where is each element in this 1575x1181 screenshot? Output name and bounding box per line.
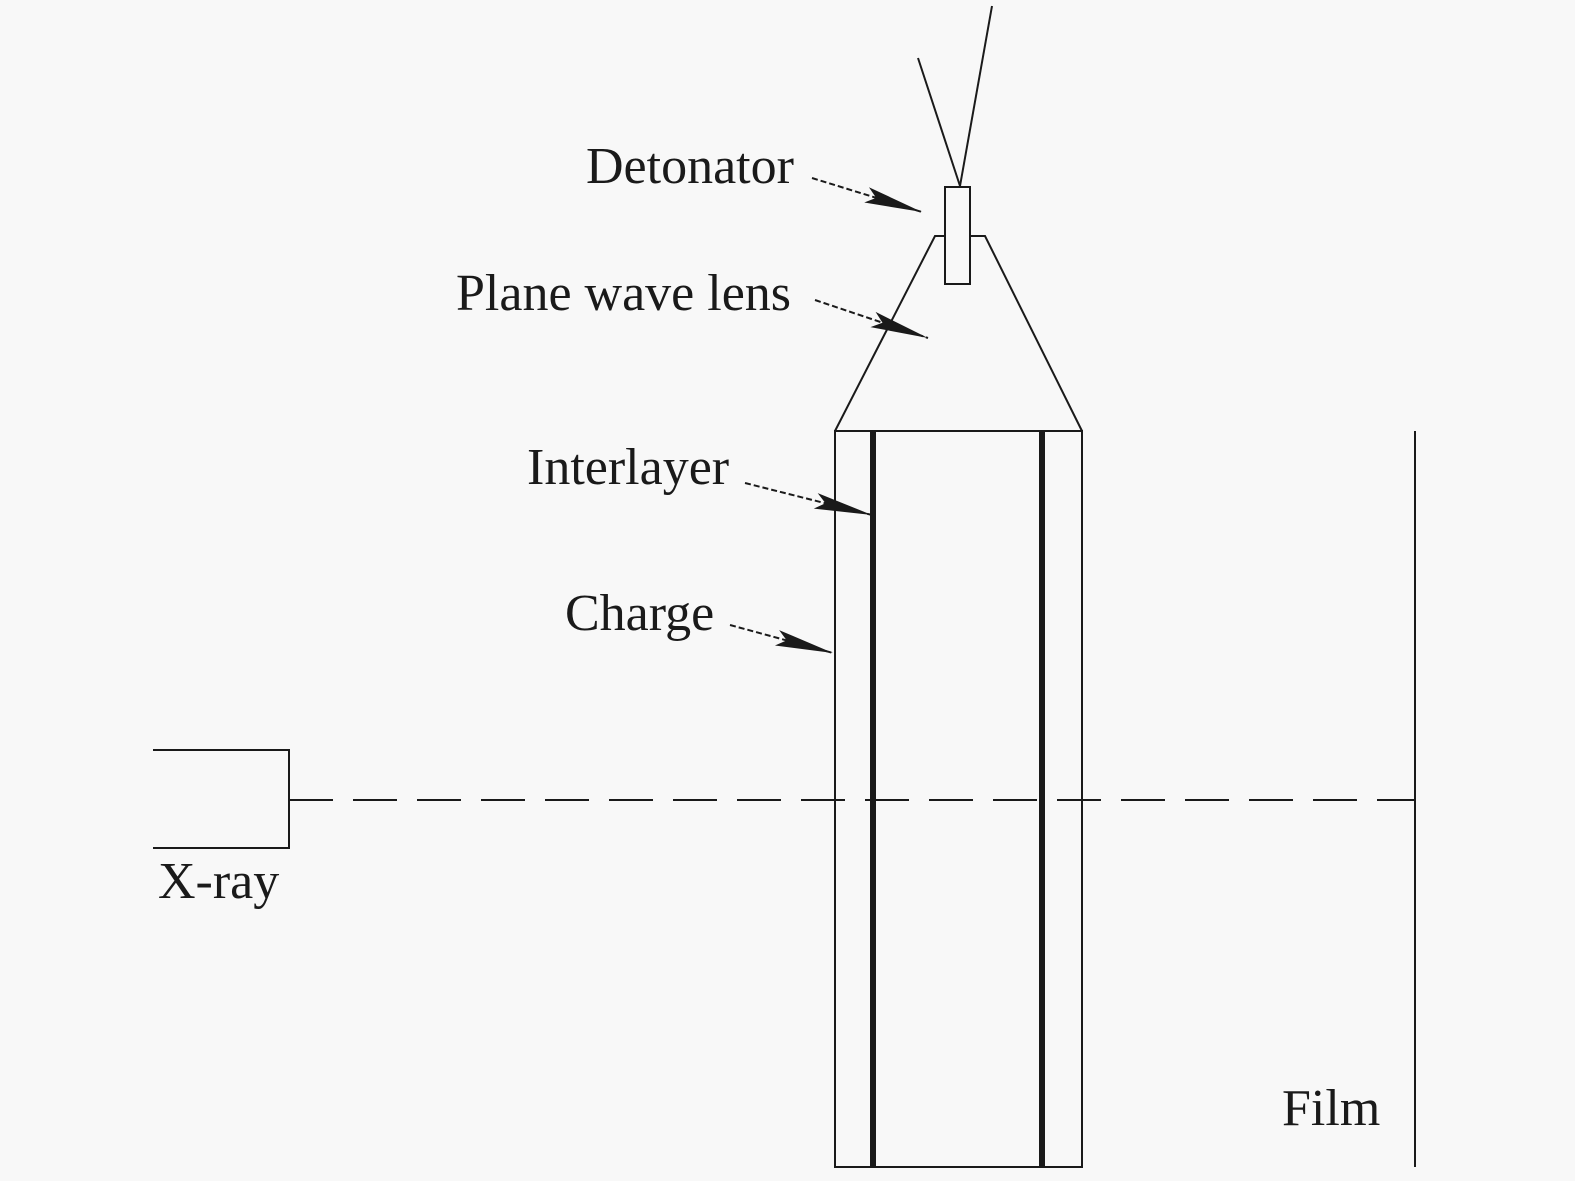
interlayer-arrow: [744, 482, 873, 516]
annotation-arrows: [729, 177, 929, 654]
plane-wave-lens-right: [970, 235, 1083, 432]
charge-arrow: [729, 624, 834, 654]
xray-label: X-ray: [158, 853, 279, 910]
xray-source: [153, 749, 290, 849]
detonator-arrow: [811, 177, 923, 213]
plane-wave-lens: [834, 235, 945, 432]
detonator: [944, 186, 971, 285]
film-label: Film: [1282, 1080, 1380, 1137]
plane-wave-lens-label: Plane wave lens: [456, 265, 791, 322]
detonator-label: Detonator: [586, 138, 794, 195]
interlayer-label: Interlayer: [527, 439, 729, 496]
charge-label: Charge: [565, 585, 714, 642]
lens-arrow: [814, 299, 929, 339]
detonator-wires: [917, 5, 993, 187]
